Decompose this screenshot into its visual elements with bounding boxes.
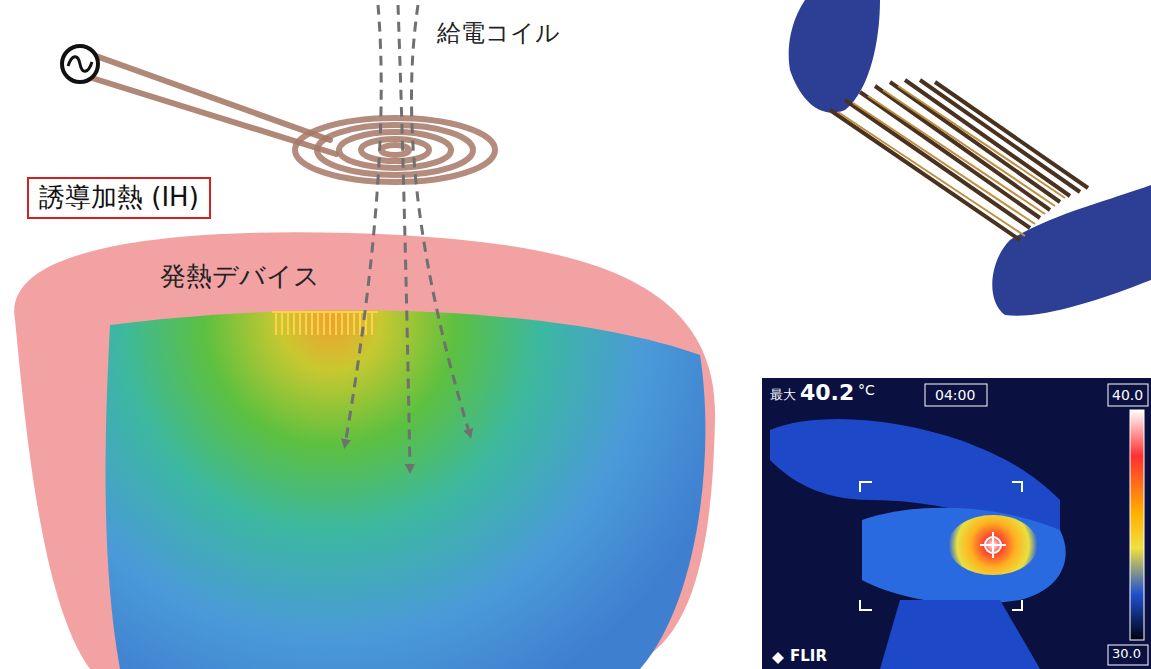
brand-logo: FLIR [790, 648, 827, 665]
readout-label: 最大 [770, 388, 796, 403]
timer-value: 04:00 [935, 387, 975, 403]
box-text: 誘導加熱 (IH) [39, 182, 199, 213]
caption-box: 誘導加熱 (IH) [27, 177, 211, 219]
readout-unit: °C [858, 382, 875, 398]
readout-value: 40.2 [800, 380, 854, 405]
part-label: 発熱デバイス [160, 262, 320, 292]
scale-min: 30.0 [1112, 647, 1141, 662]
scale-max: 40.0 [1112, 387, 1143, 403]
part-label: 給電コイル [437, 20, 560, 48]
